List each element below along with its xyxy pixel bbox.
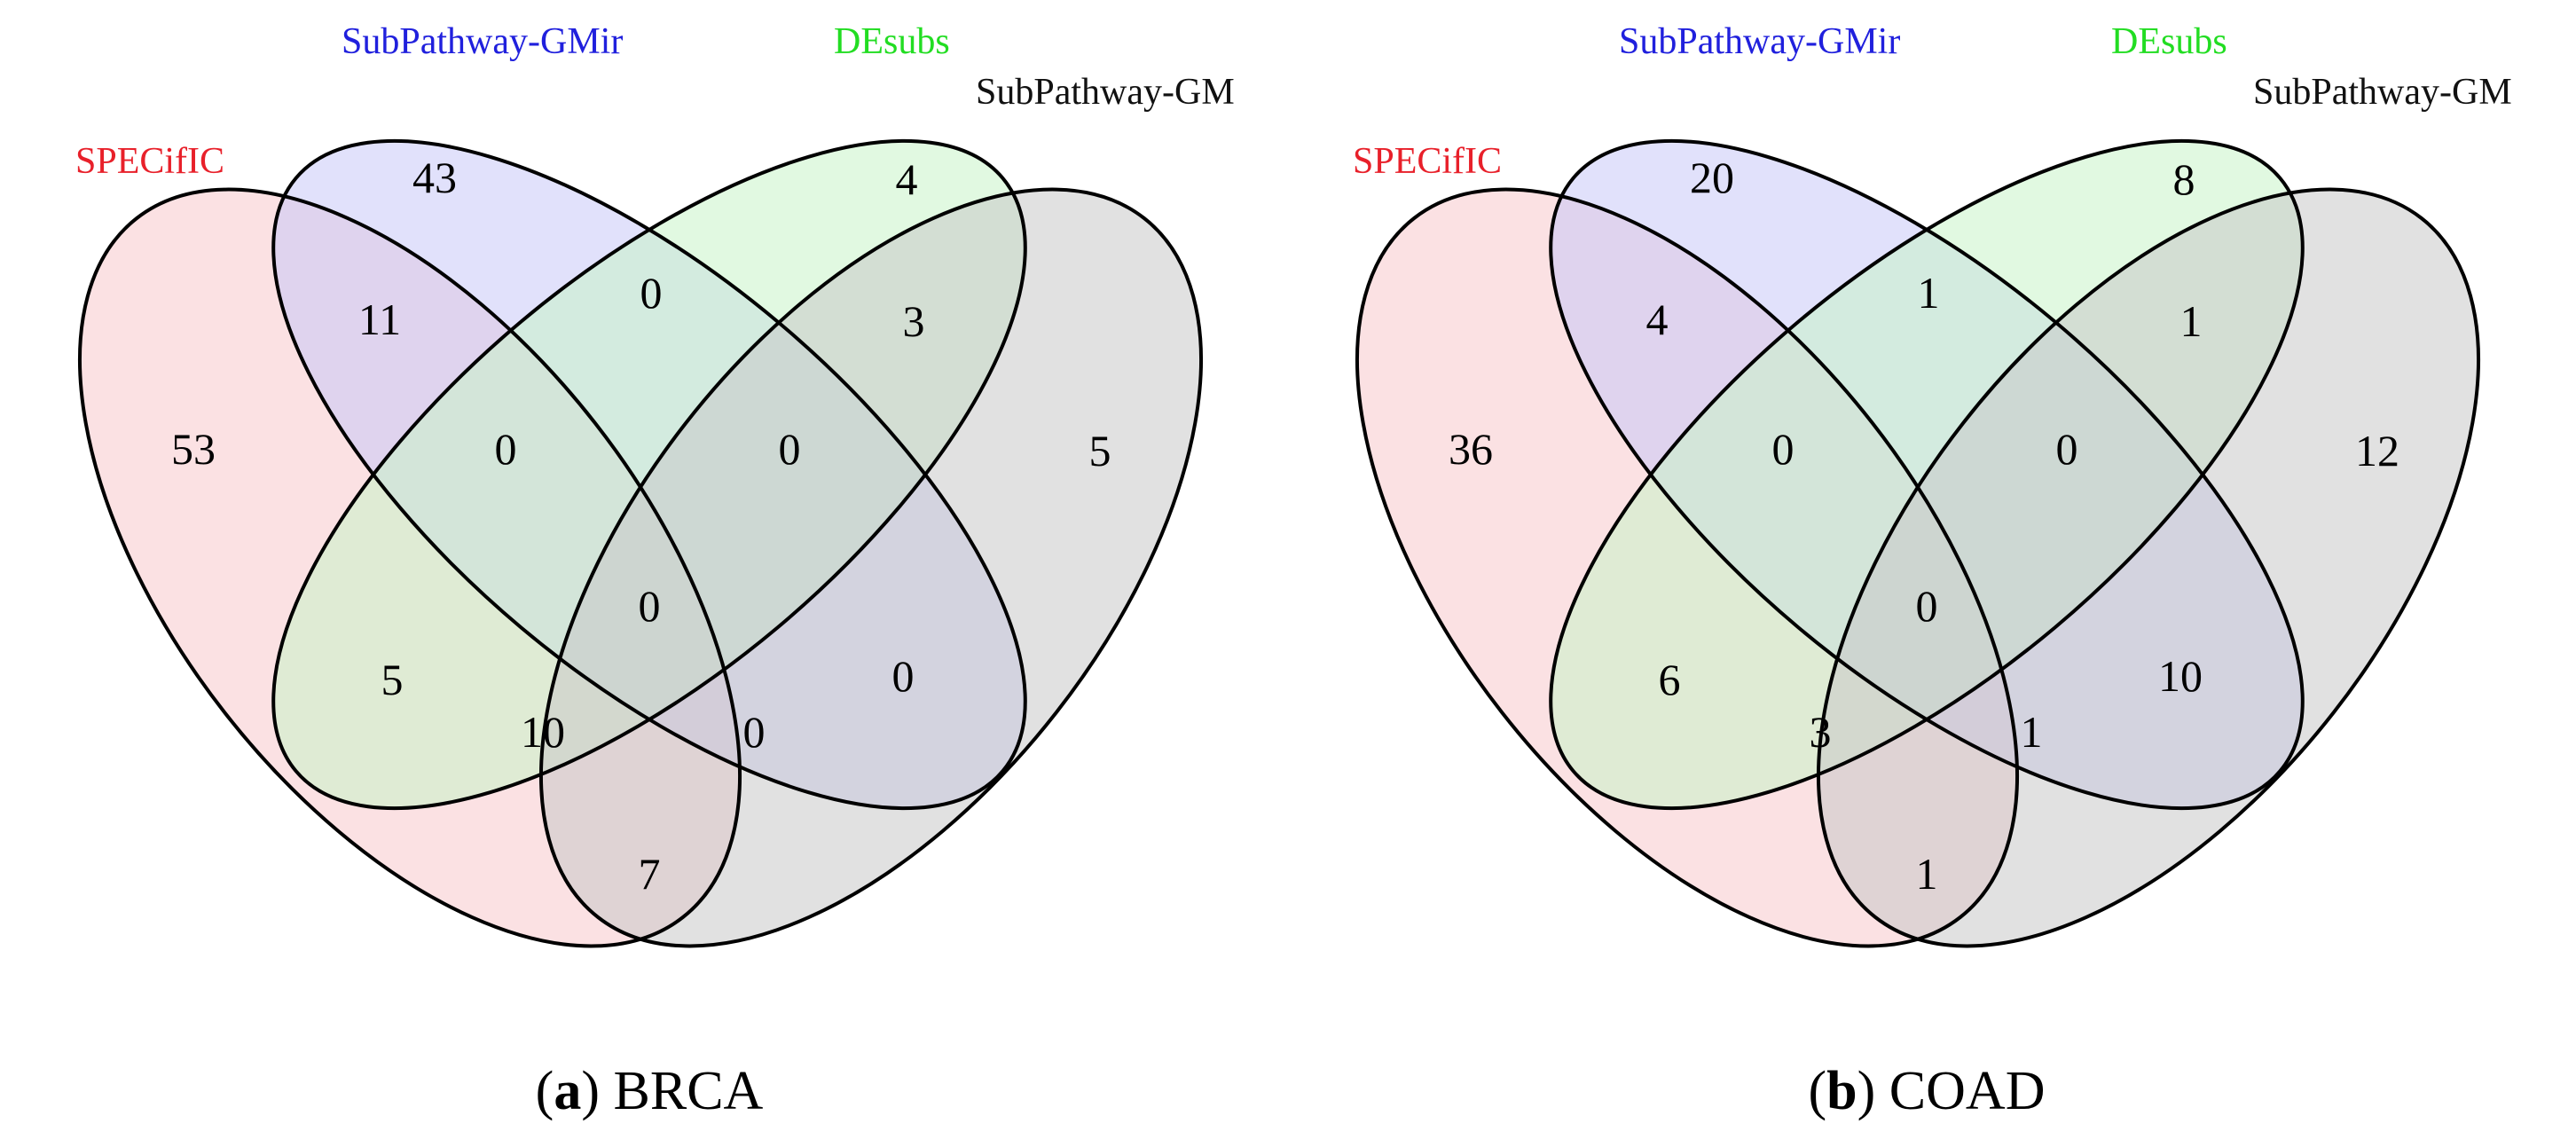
region-count-abc: 6 bbox=[1659, 655, 1681, 704]
region-count-abcd: 10 bbox=[521, 707, 565, 757]
ellipse-outline-specific bbox=[1355, 187, 2019, 948]
ellipse-outline-desubs bbox=[271, 138, 1027, 811]
region-count-ad: 1 bbox=[1916, 849, 1938, 899]
region-count-bc: 0 bbox=[640, 268, 663, 318]
ellipse-outline-desubs bbox=[1549, 138, 2305, 811]
region-count-cd: 1 bbox=[2180, 296, 2203, 346]
region-count-d: 12 bbox=[2355, 426, 2399, 475]
region-count-abd: 0 bbox=[743, 707, 766, 757]
caption-open-paren: ( bbox=[536, 1061, 554, 1121]
region-count-d: 5 bbox=[1089, 426, 1111, 475]
caption-letter: b bbox=[1826, 1061, 1857, 1121]
caption-text: BRCA bbox=[613, 1061, 763, 1121]
ellipse-fill-gm bbox=[1818, 189, 2478, 947]
region-count-ad: 7 bbox=[639, 849, 661, 899]
set-label-gm: SubPathway-GM bbox=[976, 72, 1235, 113]
ellipse-outline-gm bbox=[539, 187, 1203, 948]
set-label-desubs: DEsubs bbox=[2111, 21, 2227, 62]
caption-letter: a bbox=[554, 1061, 581, 1121]
region-count-bcd: 0 bbox=[892, 651, 915, 701]
set-label-specific: SPECifIC bbox=[75, 141, 224, 182]
region-count-bd: 0 bbox=[779, 424, 801, 474]
panel-caption: (b) COAD bbox=[1809, 1061, 2046, 1121]
region-count-cd: 3 bbox=[903, 296, 925, 346]
region-count-a: 36 bbox=[1449, 424, 1493, 474]
region-count-b: 43 bbox=[412, 153, 457, 202]
venn-panel-b: SPECifIC SubPathway-GMir DEsubsSubPathway-… bbox=[1353, 21, 2512, 1121]
set-label-desubs: DEsubs bbox=[834, 21, 950, 62]
region-count-a: 53 bbox=[171, 424, 216, 474]
region-count-abd: 1 bbox=[2021, 707, 2043, 757]
caption-open-paren: ( bbox=[1809, 1061, 1827, 1121]
ellipse-outline-specific bbox=[78, 187, 742, 948]
panel-caption: (a) BRCA bbox=[536, 1061, 764, 1121]
region-count-ab: 4 bbox=[1646, 295, 1669, 344]
caption-close-paren: ) bbox=[581, 1061, 613, 1121]
region-count-acd: 0 bbox=[1916, 581, 1938, 631]
region-count-b: 20 bbox=[1690, 153, 1734, 202]
region-count-abc: 5 bbox=[381, 655, 404, 704]
region-count-ac: 0 bbox=[1772, 424, 1795, 474]
region-count-c: 4 bbox=[896, 154, 918, 204]
region-count-acd: 0 bbox=[639, 581, 661, 631]
set-label-gm: SubPathway-GM bbox=[2253, 72, 2512, 113]
caption-text: COAD bbox=[1889, 1061, 2046, 1121]
region-count-ab: 11 bbox=[358, 295, 401, 344]
venn-panel-a: SPECifIC SubPathway-GMir DEsubsSubPathway-… bbox=[75, 21, 1235, 1121]
region-count-bcd: 10 bbox=[2158, 651, 2203, 701]
ellipse-fill-gm bbox=[541, 189, 1201, 947]
region-count-ac: 0 bbox=[495, 424, 517, 474]
set-label-specific: SPECifIC bbox=[1353, 141, 1502, 182]
region-count-c: 8 bbox=[2173, 154, 2195, 204]
set-label-gmir: SubPathway-GMir bbox=[1619, 21, 1900, 62]
region-count-bd: 0 bbox=[2056, 424, 2078, 474]
region-count-abcd: 3 bbox=[1810, 707, 1832, 757]
caption-close-paren: ) bbox=[1857, 1061, 1889, 1121]
set-label-gmir: SubPathway-GMir bbox=[342, 21, 623, 62]
ellipse-outline-gm bbox=[1817, 187, 2480, 948]
region-count-bc: 1 bbox=[1918, 268, 1940, 318]
